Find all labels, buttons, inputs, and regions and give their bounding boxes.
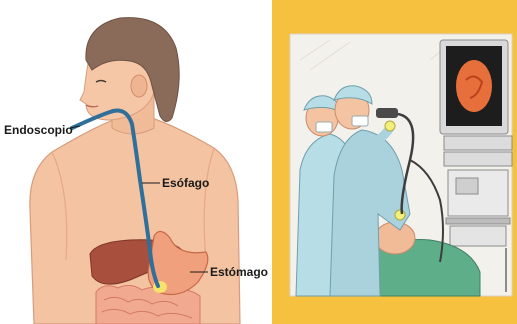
control-unit-2 [444,152,512,166]
monitor-endoscopic-image [456,60,492,112]
ear [131,75,147,97]
right-panel-procedure [272,0,517,324]
left-panel-anatomy: Endoscopio Esófago Estómago [0,0,268,324]
control-unit-1 [444,136,512,150]
label-stomach: Estómago [210,265,268,279]
label-endoscope: Endoscopio [4,123,73,137]
label-esophagus: Esófago [162,176,209,190]
